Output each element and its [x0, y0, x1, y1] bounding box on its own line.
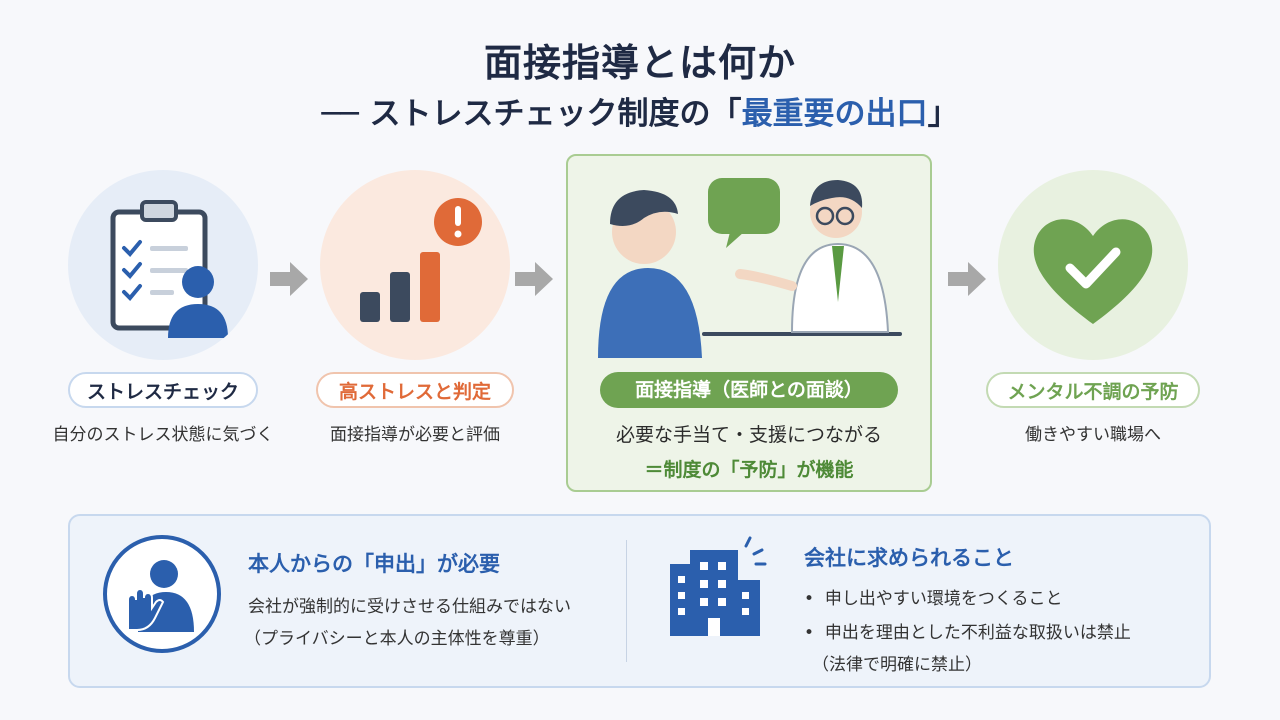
info-right-bullet: • 申出を理由とした不利益な取扱いは禁止	[804, 618, 1131, 643]
step-high-stress-label: 高ストレスと判定	[316, 372, 514, 408]
step-prevention-desc: 働きやすい職場へ	[1025, 425, 1161, 445]
page-subtitle: ── ストレスチェック制度の「最重要の出口」	[0, 88, 1280, 133]
arrow-right-icon	[948, 262, 986, 296]
info-divider	[626, 540, 627, 662]
info-left-title: 本人からの「申出」が必要	[248, 552, 500, 576]
step-interview-desc: 必要な手当て・支援につながる	[615, 424, 882, 446]
step-interview-desc-emphasis: ＝制度の「予防」が機能	[644, 459, 854, 481]
person-raised-hand-icon	[103, 535, 221, 653]
step-prevention-label: メンタル不調の予防	[986, 372, 1200, 408]
info-right-bullet: • 申し出やすい環境をつくること	[804, 584, 1063, 609]
info-left-line2: （プライバシーと本人の主体性を尊重）	[244, 629, 550, 649]
arrow-right-icon	[515, 262, 553, 296]
clipboard-person-icon	[110, 200, 228, 338]
bar-chart-alert-icon	[360, 198, 482, 322]
office-building-icon	[670, 536, 767, 636]
bullet-text: 申出を理由とした不利益な取扱いは禁止	[824, 623, 1131, 643]
step-stress-check-label: ストレスチェック	[68, 372, 258, 408]
arrow-right-icon	[270, 262, 308, 296]
info-left-line1: 会社が強制的に受けさせる仕組みではない	[248, 597, 571, 617]
bullet-dot: •	[804, 623, 825, 643]
subtitle-accent: 最重要の出口	[741, 96, 928, 132]
info-panel	[68, 514, 1211, 688]
step-high-stress-circle	[320, 170, 510, 360]
step-stress-check-desc: 自分のストレス状態に気づく	[52, 425, 274, 445]
heart-check-icon	[1033, 219, 1153, 324]
info-right-title: 会社に求められること	[804, 546, 1014, 570]
subtitle-suffix: 」	[927, 96, 959, 132]
step-interview-label: 面接指導（医師との面談）	[600, 372, 898, 408]
bullet-text: 申し出やすい環境をつくること	[824, 589, 1063, 609]
step-stress-check-circle	[68, 170, 258, 360]
step-prevention-circle	[998, 170, 1188, 360]
doctor-consultation-icon	[598, 178, 902, 358]
page-title: 面接指導とは何か	[483, 41, 796, 85]
bullet-dot: •	[804, 589, 825, 609]
step-high-stress-desc: 面接指導が必要と評価	[330, 425, 500, 445]
subtitle-prefix: ── ストレスチェック制度の「	[321, 96, 742, 132]
info-right-note: （法律で明確に禁止）	[812, 655, 982, 675]
